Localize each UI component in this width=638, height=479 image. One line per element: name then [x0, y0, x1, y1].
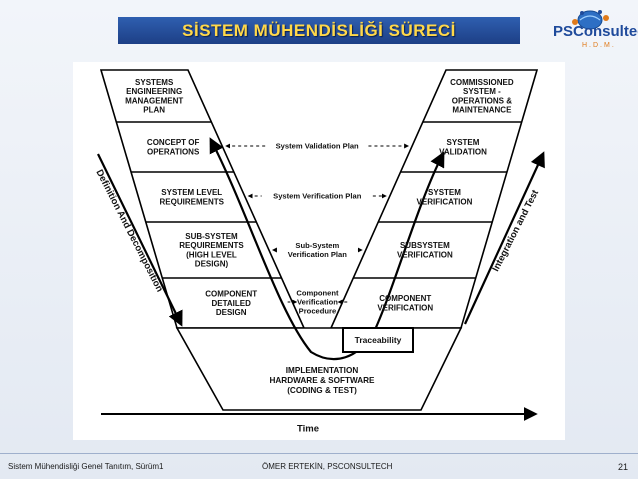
logo-subtitle: H.D.M.	[582, 42, 616, 49]
footer-divider	[0, 453, 638, 454]
logo-name: PSConsultech	[553, 23, 638, 40]
traceability-box	[342, 327, 414, 353]
lifecycle-curve-arrow	[209, 137, 445, 361]
definition-arrow	[97, 153, 183, 327]
integration-arrow	[464, 151, 545, 325]
plan-label: System Validation Plan	[276, 142, 359, 151]
footer-document-title: Sistem Mühendisliği Genel Tanıtım, Sürüm…	[8, 462, 164, 471]
slide-title: SİSTEM MÜHENDİSLİĞİ SÜRECİ	[118, 17, 520, 44]
footer-author: ÖMER ERTEKİN, PSCONSULTECH	[262, 462, 393, 471]
logo-globe-icon	[572, 10, 609, 30]
time-axis-label: Time	[297, 423, 319, 434]
page-number: 21	[618, 462, 629, 472]
traceability-label: Traceability	[355, 335, 402, 345]
plan-label: System Verification Plan	[273, 192, 362, 201]
slide-title-text: SİSTEM MÜHENDİSLİĞİ SÜRECİ	[182, 20, 456, 40]
